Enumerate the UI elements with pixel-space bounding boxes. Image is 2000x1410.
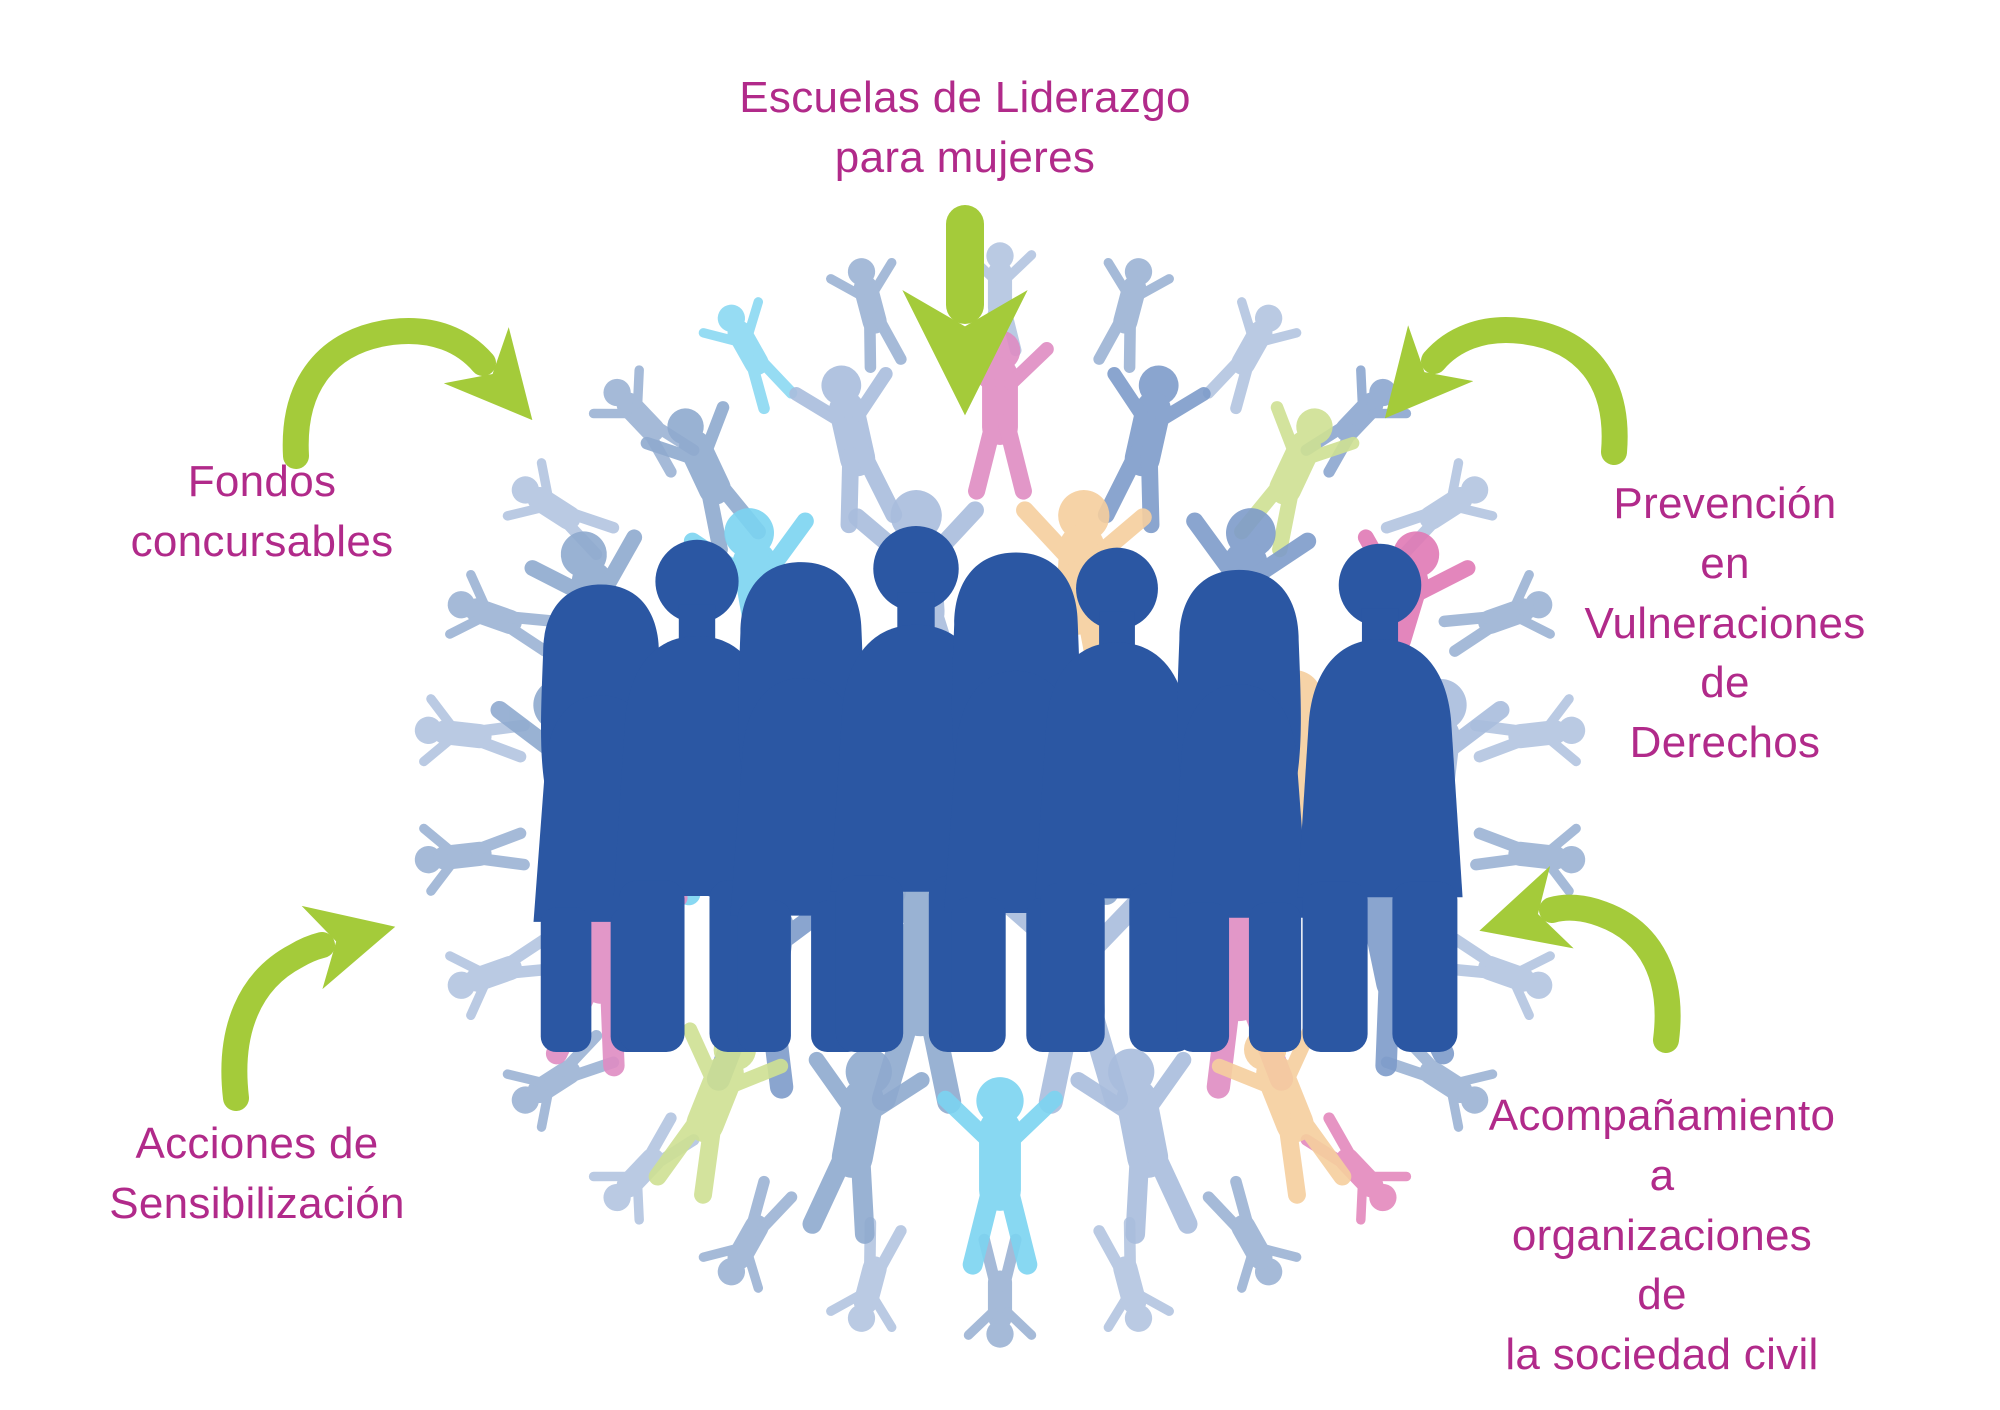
pictogram-person <box>945 1077 1054 1264</box>
pictogram-person <box>438 570 561 665</box>
label-prevencion-vulneraciones: Prevención en Vulneraciones de Derechos <box>1584 479 1866 768</box>
pictogram-person <box>1439 570 1562 665</box>
curved-arrow-bottom-left-icon <box>221 905 396 1111</box>
label-acompanamiento-organizaciones: Acompañamiento a organizaciones de la so… <box>1488 1091 1836 1380</box>
pictogram-person <box>411 818 526 893</box>
arrow-annotations <box>221 205 1681 1111</box>
label-fondos-concursables: Fondos concursables <box>130 457 394 566</box>
pictogram-person <box>953 330 1047 491</box>
community-group-silhouette <box>533 526 1463 1052</box>
label-acciones-sensibilizacion: Acciones de Sensibilización <box>109 1119 405 1228</box>
pictogram-person <box>1439 924 1562 1019</box>
pictogram-person <box>697 1174 805 1299</box>
curved-arrow-top-right-icon <box>1384 317 1628 465</box>
curved-arrow-top-left-icon <box>282 318 533 469</box>
curved-arrow-bottom-right-icon <box>1479 865 1681 1053</box>
pictogram-person <box>1474 818 1589 893</box>
pictogram-person <box>1195 1174 1303 1299</box>
pictogram-person <box>1195 291 1303 416</box>
label-escuelas-de-liderazgo: Escuelas de Liderazgo para mujeres <box>739 73 1191 182</box>
pictogram-person <box>828 251 917 372</box>
pictogram-person <box>697 291 805 416</box>
pictogram-person <box>1084 251 1173 372</box>
